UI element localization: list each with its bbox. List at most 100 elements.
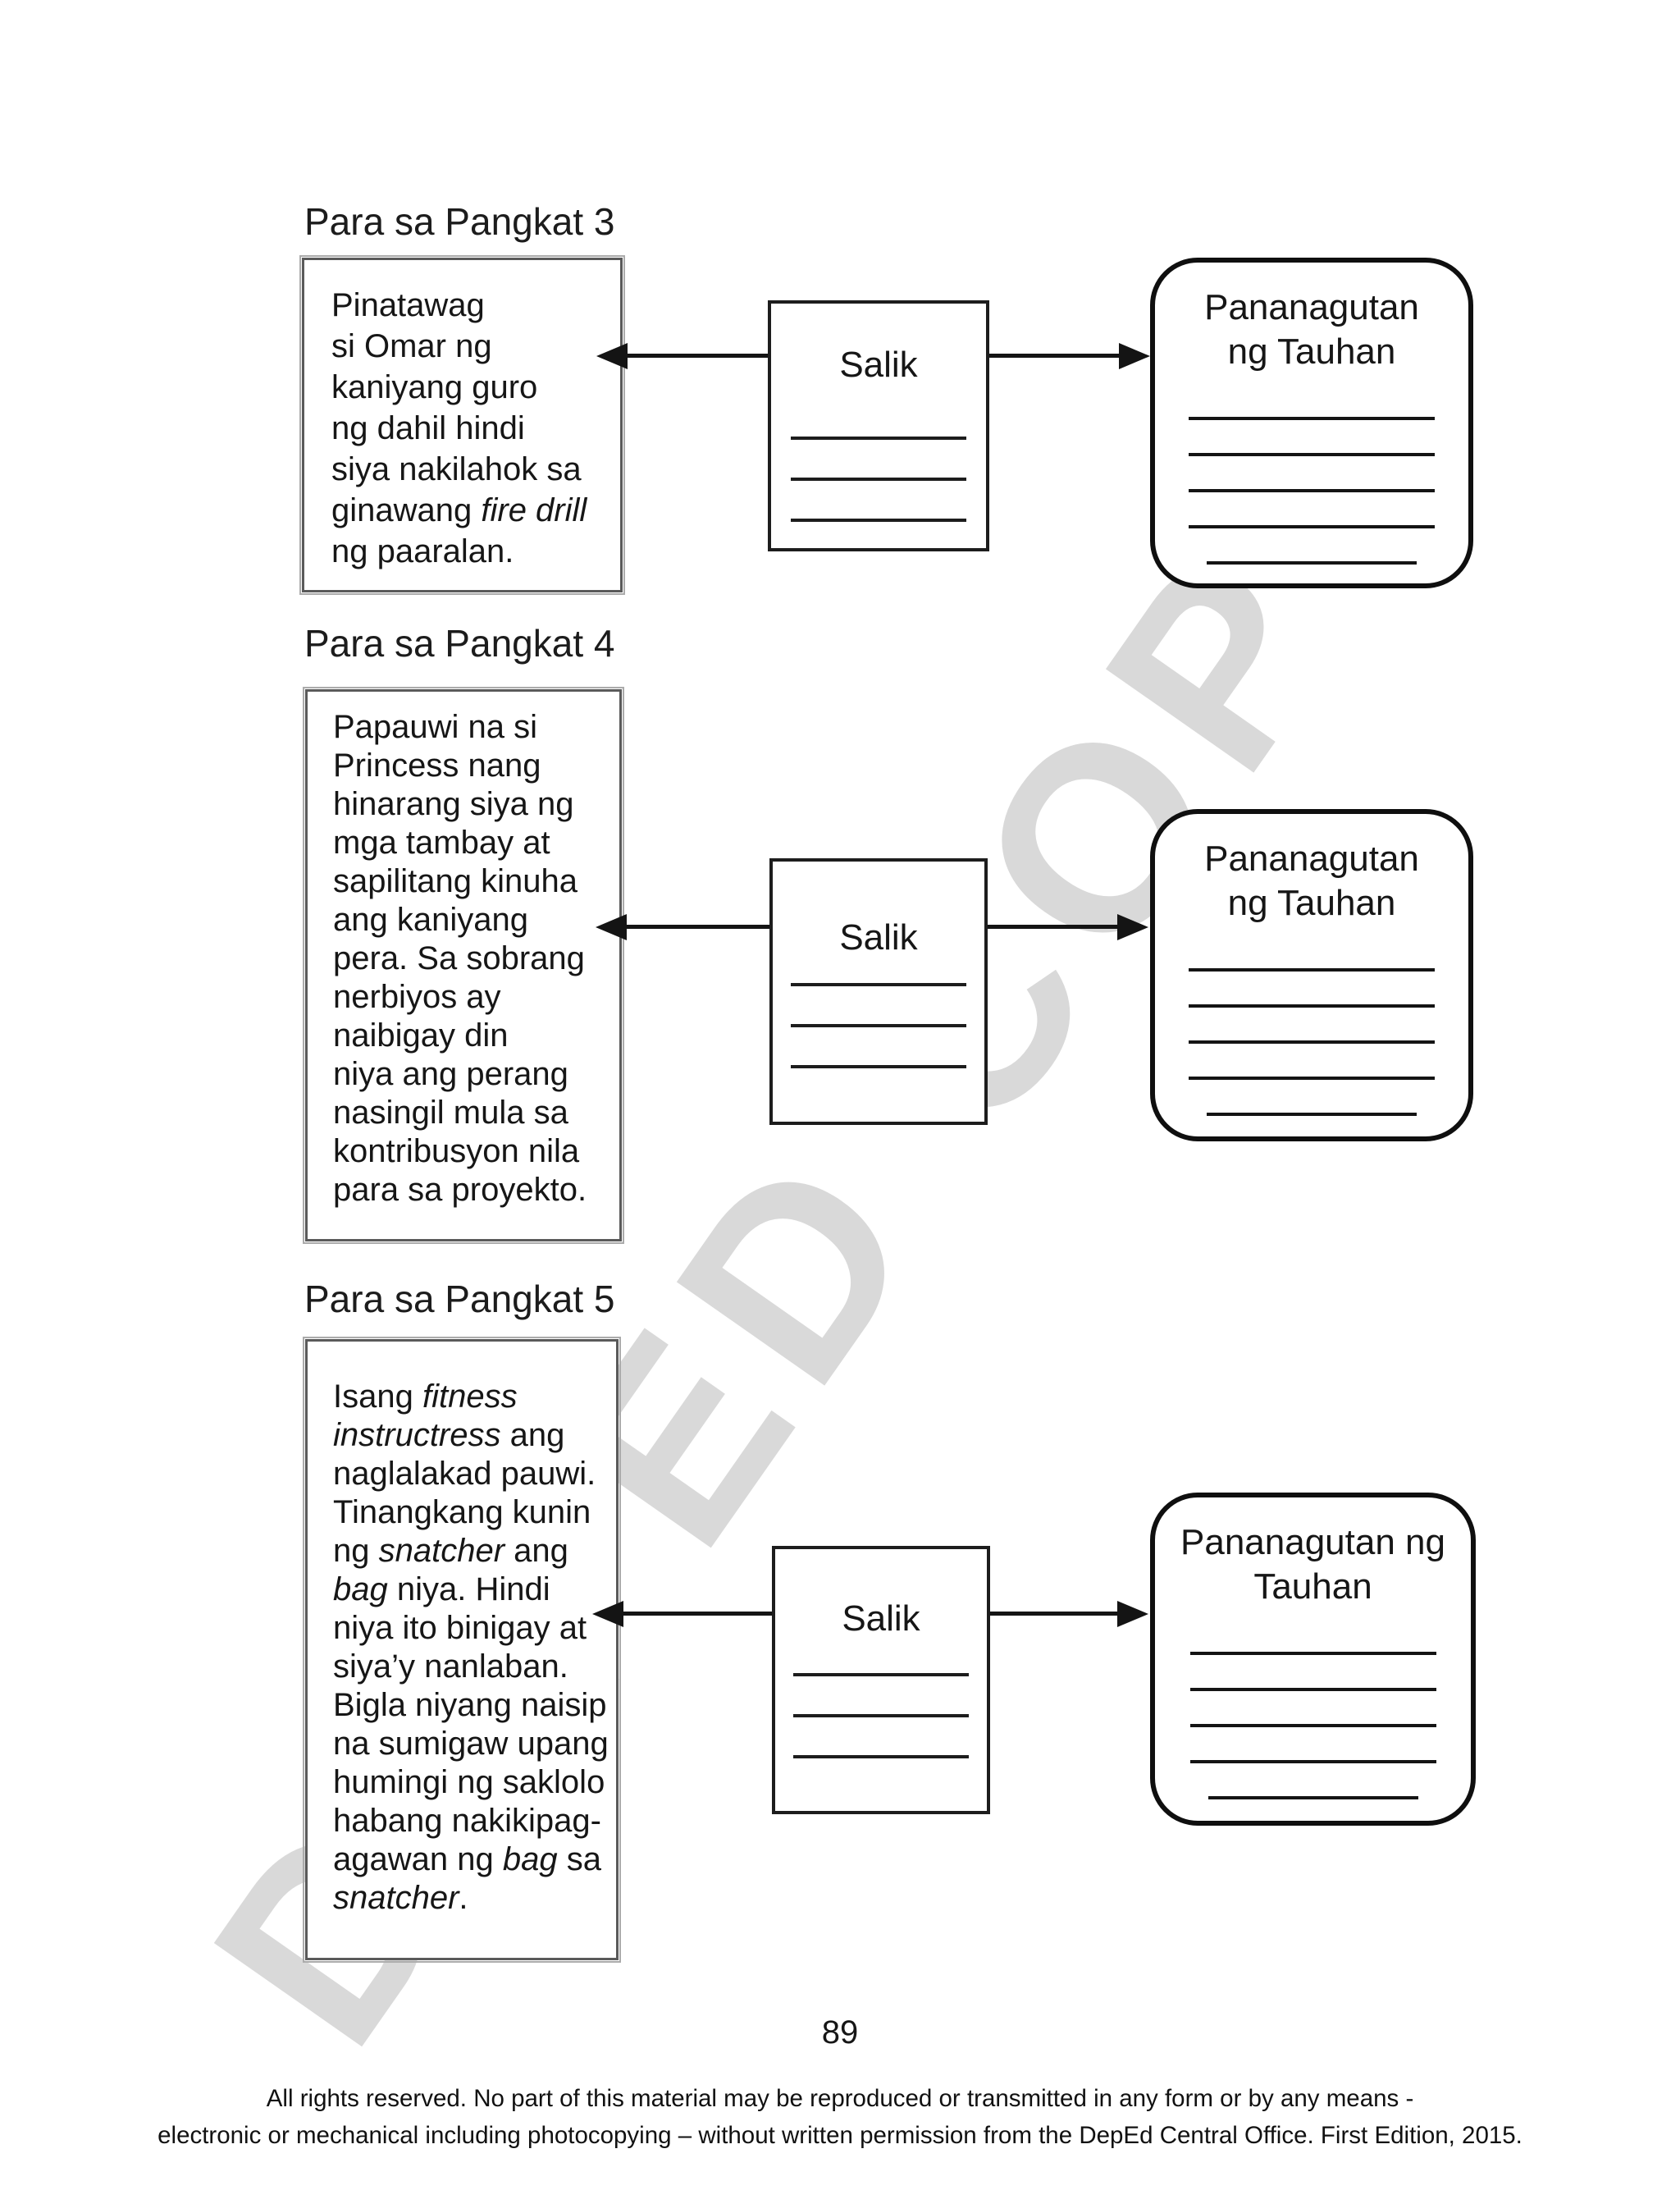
salik-label: Salik — [842, 1598, 920, 1639]
blank-line — [793, 1714, 969, 1717]
blank-line — [1189, 1652, 1436, 1655]
text-line: ng paaralan. — [331, 533, 514, 569]
blank-line — [793, 1755, 969, 1758]
arrow-right-line — [990, 1612, 1119, 1616]
text-line: humingi ng saklolo — [333, 1764, 605, 1800]
text-line: kontribusyon nila — [333, 1133, 580, 1169]
arrow-right-icon — [1117, 914, 1148, 940]
responsibility-blank-lines — [1155, 1652, 1471, 1832]
text-line: Pinatawag — [331, 287, 485, 323]
responsibility-box-pangkat-5: Pananagutan ng Tauhan — [1150, 1493, 1476, 1826]
text-line: naglalakad pauwi. — [333, 1456, 596, 1492]
text-line: kaniyang guro — [331, 369, 538, 405]
blank-line — [1189, 1040, 1435, 1044]
arrow-left-icon — [592, 1601, 623, 1627]
blank-line — [1189, 1077, 1435, 1080]
salik-blank-lines — [771, 437, 986, 560]
salik-label: Salik — [839, 345, 918, 385]
blank-line — [791, 1024, 966, 1027]
salik-label: Salik — [839, 917, 918, 958]
text-line: para sa proyekto. — [333, 1172, 587, 1208]
text-line: hinarang siya ng — [333, 786, 574, 822]
blank-line — [791, 1065, 966, 1068]
page-number: 89 — [821, 2014, 859, 2051]
text-line: habang nakikipag- — [333, 1803, 601, 1839]
responsibility-title: Pananagutan ng Tauhan — [1180, 1522, 1445, 1607]
text-line: Tinangkang kunin — [333, 1494, 591, 1530]
arrow-left-line — [625, 354, 768, 358]
arrow-right-line — [989, 354, 1121, 358]
blank-line — [1189, 1760, 1436, 1763]
arrow-left-line — [624, 925, 769, 929]
scenario-box-pangkat-3: Pinatawag si Omar ng kaniyang guro ng dahil… — [299, 255, 625, 595]
blank-line — [1189, 1724, 1436, 1727]
arrow-left-line — [621, 1612, 772, 1616]
blank-line — [1189, 489, 1435, 492]
text-line: ang kaniyang — [333, 902, 528, 938]
arrow-right-icon — [1119, 343, 1150, 369]
section-heading-pangkat-4: Para sa Pangkat 4 — [304, 622, 615, 665]
text-line: nerbiyos ay — [333, 979, 501, 1015]
text-line: agawan ng bag sa — [333, 1841, 601, 1877]
arrow-right-line — [988, 925, 1119, 929]
arrow-left-icon — [596, 914, 627, 940]
blank-line — [1189, 968, 1435, 972]
text-line: Bigla niyang naisip — [333, 1687, 607, 1723]
responsibility-box-pangkat-3: Pananagutan ng Tauhan — [1150, 258, 1473, 588]
arrow-right-icon — [1117, 1601, 1148, 1627]
blank-line — [1189, 1688, 1436, 1691]
responsibility-blank-lines — [1155, 417, 1468, 597]
text-line: sapilitang kinuha — [333, 863, 578, 899]
text-line: siya’y nanlaban. — [333, 1648, 568, 1685]
arrow-left-icon — [596, 343, 628, 369]
text-line: ginawang fire drill — [331, 492, 587, 528]
blank-line — [793, 1673, 969, 1676]
copyright-notice: All rights reserved. No part of this mat… — [0, 2080, 1680, 2154]
text-line: mga tambay at — [333, 825, 550, 861]
blank-line — [1189, 525, 1435, 528]
text-line: electronic or mechanical including photo… — [158, 2122, 1522, 2149]
responsibility-box-pangkat-4: Pananagutan ng Tauhan — [1150, 809, 1473, 1141]
blank-line — [1189, 453, 1435, 456]
blank-line — [791, 519, 966, 522]
text-line: pera. Sa sobrang — [333, 940, 585, 976]
salik-blank-lines — [775, 1673, 987, 1796]
blank-line — [791, 437, 966, 440]
section-heading-pangkat-5: Para sa Pangkat 5 — [304, 1278, 615, 1320]
text-line: Papauwi na si — [333, 709, 538, 745]
text-line: ng dahil hindi — [331, 410, 525, 446]
blank-line — [1207, 561, 1417, 565]
text-line: naibigay din — [333, 1017, 509, 1054]
text-line: Princess nang — [333, 748, 541, 784]
text-line: ng snatcher ang — [333, 1533, 568, 1569]
text-line: na sumigaw upang — [333, 1726, 609, 1762]
section-heading-pangkat-3: Para sa Pangkat 3 — [304, 200, 615, 243]
text-line: niya ito binigay at — [333, 1610, 587, 1646]
blank-line — [1189, 417, 1435, 420]
salik-box-pangkat-5: Salik — [772, 1546, 990, 1814]
salik-blank-lines — [773, 983, 984, 1106]
text-line: bag niya. Hindi — [333, 1571, 550, 1607]
salik-box-pangkat-3: Salik — [768, 300, 989, 551]
text-line: nasingil mula sa — [333, 1095, 568, 1131]
text-line: All rights reserved. No part of this mat… — [266, 2085, 1414, 2112]
text-line: siya nakilahok sa — [331, 451, 582, 487]
text-line: instructress ang — [333, 1417, 565, 1453]
blank-line — [1208, 1796, 1418, 1799]
salik-box-pangkat-4: Salik — [769, 858, 988, 1125]
blank-line — [791, 478, 966, 481]
scenario-text: Pinatawag si Omar ng kaniyang guro ng dahil… — [331, 285, 620, 572]
text-line: si Omar ng — [331, 328, 492, 364]
text-line: snatcher. — [333, 1880, 468, 1916]
text-line: Isang fitness — [333, 1378, 518, 1415]
blank-line — [791, 983, 966, 986]
blank-line — [1189, 1004, 1435, 1008]
responsibility-title: Pananagutan ng Tauhan — [1204, 287, 1419, 372]
blank-line — [1207, 1113, 1417, 1116]
responsibility-title: Pananagutan ng Tauhan — [1204, 839, 1419, 923]
